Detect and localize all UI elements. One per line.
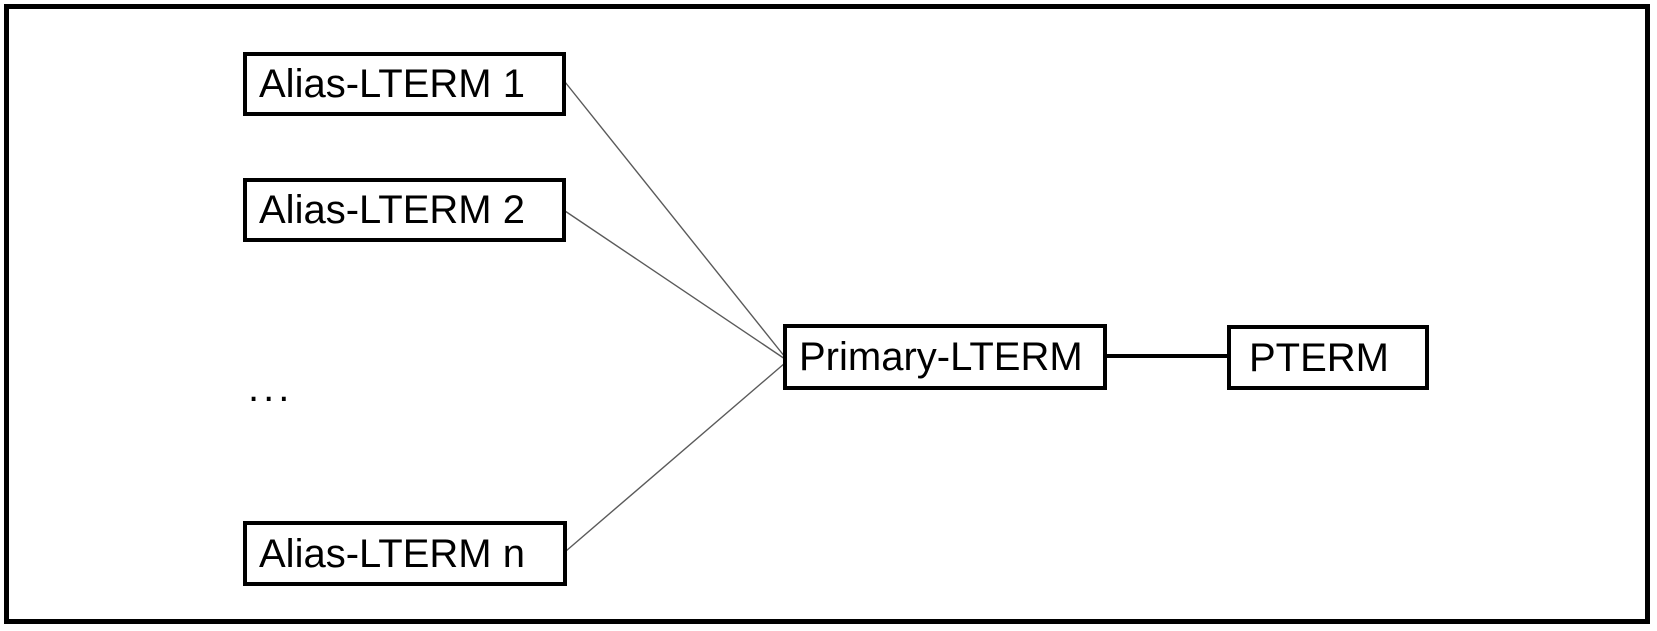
node-pterm: PTERM [1227, 325, 1429, 390]
node-alias-lterm-1-label: Alias-LTERM 1 [259, 62, 525, 106]
node-primary-lterm-label: Primary-LTERM [799, 335, 1083, 379]
edge-alias2-primary [564, 210, 786, 360]
node-alias-lterm-1: Alias-LTERM 1 [243, 52, 566, 116]
edge-alias1-primary [564, 81, 786, 358]
diagram-border [4, 4, 1650, 624]
ellipsis-more-aliases: ... [248, 366, 294, 410]
node-primary-lterm: Primary-LTERM [783, 324, 1107, 390]
node-alias-lterm-n: Alias-LTERM n [243, 521, 567, 586]
edge-aliasn-primary [565, 362, 786, 552]
node-alias-lterm-n-label: Alias-LTERM n [259, 531, 525, 576]
node-pterm-label: PTERM [1249, 335, 1389, 380]
node-alias-lterm-2-label: Alias-LTERM 2 [259, 188, 525, 232]
node-alias-lterm-2: Alias-LTERM 2 [243, 178, 566, 242]
